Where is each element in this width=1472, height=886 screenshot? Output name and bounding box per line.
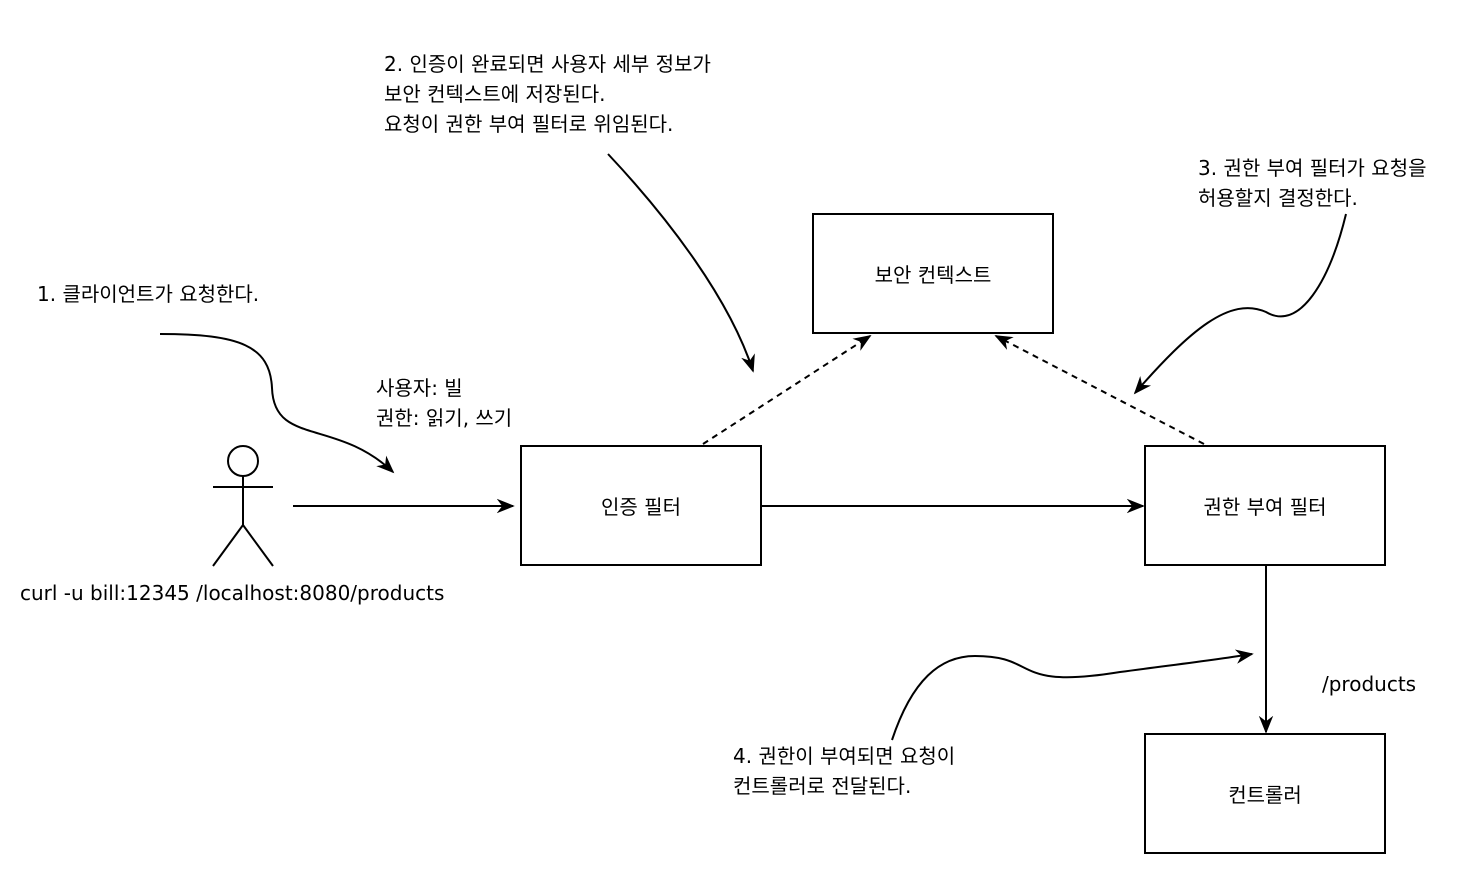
- credentials-label: 사용자: 빌 권한: 읽기, 쓰기: [376, 373, 512, 433]
- credentials-user: 사용자: 빌: [376, 376, 463, 400]
- step4-pointer-arrow: [891, 649, 1254, 741]
- path-label: /products: [1322, 672, 1417, 696]
- step2-line: 요청이 권한 부여 필터로 위임된다.: [384, 112, 674, 136]
- request-command: curl -u bill:12345 /localhost:8080/produ…: [20, 581, 445, 605]
- step2-pointer-arrow: [607, 153, 755, 373]
- step3-line: 허용할지 결정한다.: [1198, 186, 1358, 210]
- auth-to-context-dashed-arrow: [702, 335, 872, 445]
- credentials-authorities: 권한: 읽기, 쓰기: [376, 406, 513, 430]
- step2-line: 2. 인증이 완료되면 사용자 세부 정보가: [384, 52, 711, 76]
- step2-line: 보안 컨텍스트에 저장된다.: [384, 82, 606, 106]
- step3-pointer-arrow: [1133, 213, 1347, 395]
- controller-box: 컨트롤러: [1144, 733, 1386, 854]
- stick-figure-icon: [212, 445, 274, 567]
- security-context-box: 보안 컨텍스트: [812, 213, 1054, 334]
- step1-note: 1. 클라이언트가 요청한다.: [37, 279, 259, 309]
- step1-text: 1. 클라이언트가 요청한다.: [37, 282, 260, 306]
- step3-note: 3. 권한 부여 필터가 요청을 허용할지 결정한다.: [1198, 153, 1427, 213]
- step4-line: 컨트롤러로 전달된다.: [733, 774, 912, 798]
- step3-line: 3. 권한 부여 필터가 요청을: [1198, 156, 1427, 180]
- step1-pointer-arrow: [159, 333, 395, 474]
- step4-note: 4. 권한이 부여되면 요청이 컨트롤러로 전달된다.: [733, 741, 955, 801]
- authentication-filter-box: 인증 필터: [520, 445, 762, 566]
- step4-line: 4. 권한이 부여되면 요청이: [733, 744, 956, 768]
- step2-note: 2. 인증이 완료되면 사용자 세부 정보가 보안 컨텍스트에 저장된다. 요청…: [384, 49, 711, 139]
- authorization-filter-box: 권한 부여 필터: [1144, 445, 1386, 566]
